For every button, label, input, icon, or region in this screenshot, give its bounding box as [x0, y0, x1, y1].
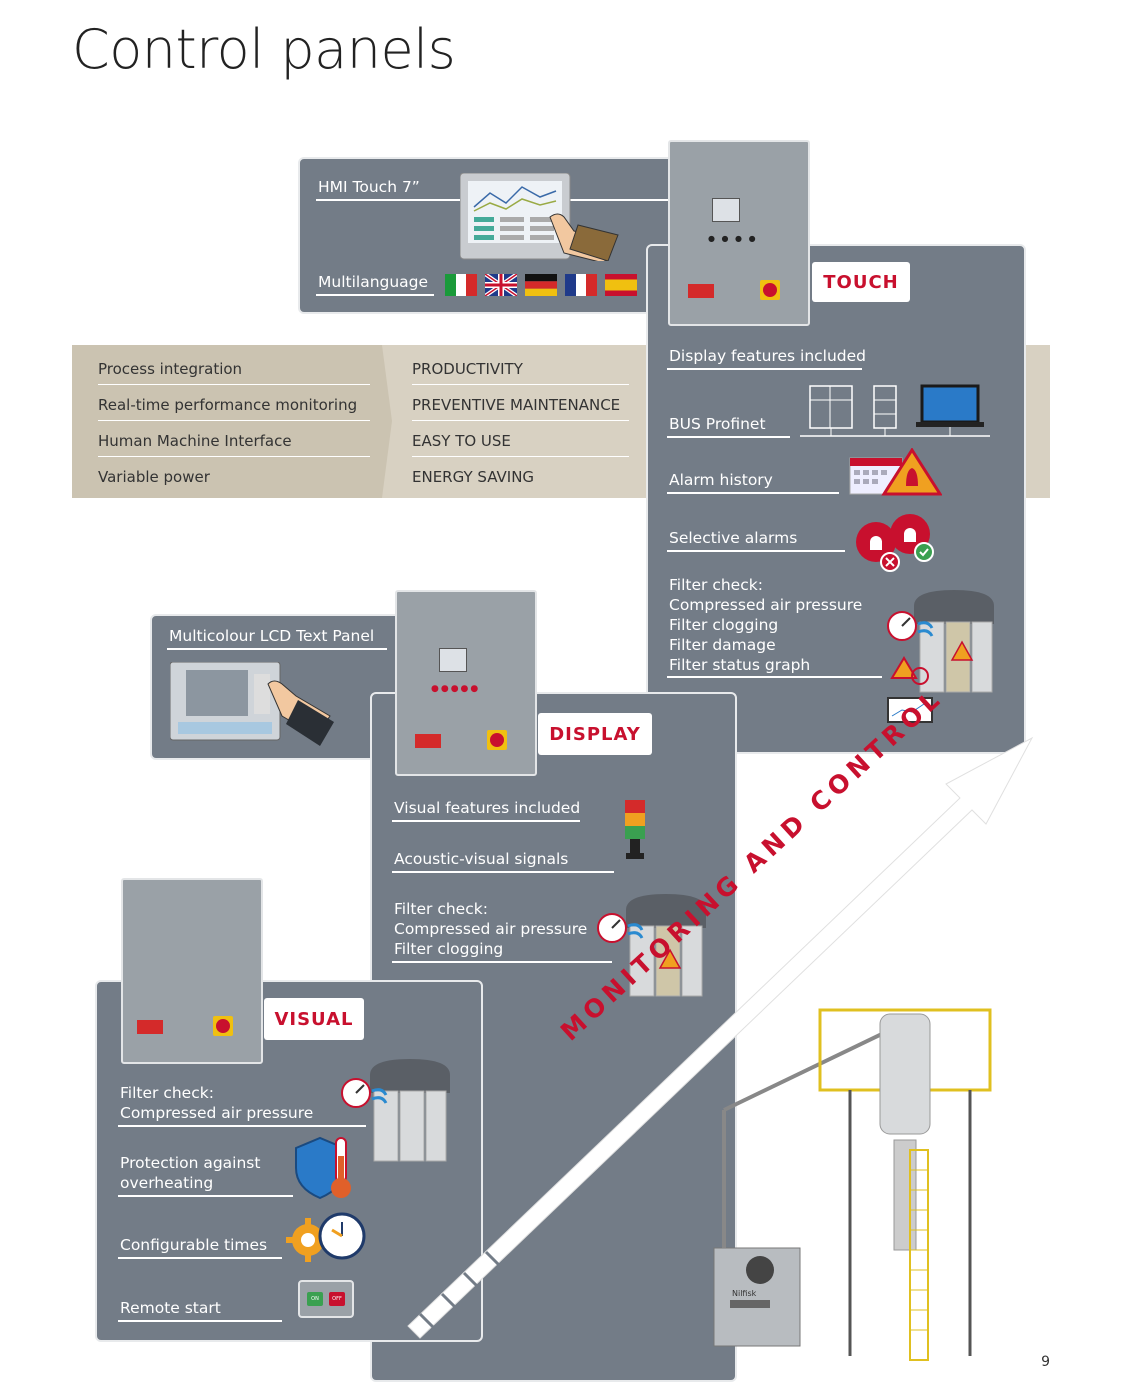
display-features-label: Display features included: [669, 347, 867, 365]
selective-alarms-label: Selective alarms: [669, 529, 798, 547]
filter-check-line: Filter damage: [669, 636, 776, 654]
filter-check-line: Filter clogging: [394, 940, 504, 958]
visual-cabinet-image: [121, 878, 263, 1064]
touch-cabinet-image: ● ● ● ●: [668, 140, 810, 326]
display-cabinet-image: ●●●●●: [395, 590, 537, 776]
flag-france-icon[interactable]: [565, 274, 597, 296]
benefit-item: ENERGY SAVING: [412, 468, 535, 486]
filter-check-line: Compressed air pressure: [120, 1104, 314, 1122]
feature-item: Real-time performance monitoring: [98, 396, 358, 414]
filter-check-line: Filter status graph: [669, 656, 811, 674]
bus-network-icon: [800, 384, 990, 437]
off-button[interactable]: OFF: [329, 1292, 345, 1306]
feature-item: Human Machine Interface: [98, 432, 292, 450]
remote-start-box: ON OFF: [298, 1280, 354, 1318]
flag-spain-icon[interactable]: [605, 274, 637, 296]
shield-thermometer-icon: [295, 1136, 351, 1200]
dust-collector-image: Nilfisk: [713, 1008, 992, 1361]
brand-label: Nilfisk: [732, 1289, 757, 1298]
alarm-history-label: Alarm history: [669, 471, 773, 489]
flag-italy-icon[interactable]: [445, 274, 477, 296]
monitoring-arrow: [407, 736, 1034, 1339]
protection-line: Protection against: [120, 1154, 261, 1172]
feature-item: Process integration: [98, 360, 243, 378]
flag-uk-icon[interactable]: [485, 274, 517, 296]
multilanguage-label: Multilanguage: [318, 273, 429, 291]
gear-clock-icon: [286, 1212, 366, 1262]
visual-filter-icon: [341, 1059, 450, 1162]
lcd-label: Multicolour LCD Text Panel: [169, 627, 375, 645]
signal-tower-icon: [625, 800, 645, 859]
filter-check-line: Filter clogging: [669, 616, 779, 634]
on-button[interactable]: ON: [307, 1292, 323, 1306]
benefit-item: EASY TO USE: [412, 432, 511, 450]
filter-check-line: Filter check:: [669, 576, 763, 594]
filter-check-line: Compressed air pressure: [669, 596, 863, 614]
feature-item: Variable power: [98, 468, 210, 486]
acoustic-signals-label: Acoustic-visual signals: [394, 850, 569, 868]
visual-features-label: Visual features included: [394, 799, 581, 817]
benefits-chevron: [372, 345, 392, 498]
protection-line: overheating: [120, 1174, 214, 1192]
touch-badge: TOUCH: [812, 262, 910, 302]
benefits-features-column: [72, 345, 382, 498]
visual-filter-check: Filter check: Compressed air pressure: [120, 1083, 313, 1123]
filter-check-line: Filter check:: [394, 900, 488, 918]
protection-label: Protection against overheating: [120, 1153, 260, 1193]
page-number: 9: [1041, 1354, 1050, 1370]
visual-badge: VISUAL: [264, 998, 364, 1040]
remote-start-label: Remote start: [120, 1299, 221, 1317]
hmi-label: HMI Touch 7”: [318, 178, 420, 196]
page-title: Control panels: [72, 18, 456, 81]
configurable-times-label: Configurable times: [120, 1236, 268, 1254]
benefit-item: PRODUCTIVITY: [412, 360, 523, 378]
display-filter-check: Filter check: Compressed air pressure Fi…: [394, 899, 587, 959]
display-filter-icon: [597, 894, 706, 997]
touch-filter-icon: [887, 590, 994, 723]
touch-filter-check: Filter check: Compressed air pressure Fi…: [669, 575, 862, 675]
hmi-screen-image: [460, 173, 619, 261]
filter-check-line: Filter check:: [120, 1084, 214, 1102]
flags-row: [445, 274, 637, 296]
bus-profinet-label: BUS Profinet: [669, 415, 766, 433]
filter-check-line: Compressed air pressure: [394, 920, 588, 938]
flag-germany-icon[interactable]: [525, 274, 557, 296]
benefit-item: PREVENTIVE MAINTENANCE: [412, 396, 621, 414]
display-badge: DISPLAY: [538, 713, 652, 755]
lcd-screen-image: [170, 662, 334, 746]
alarm-history-icon: [849, 448, 942, 496]
selective-alarms-icon: [856, 514, 934, 572]
